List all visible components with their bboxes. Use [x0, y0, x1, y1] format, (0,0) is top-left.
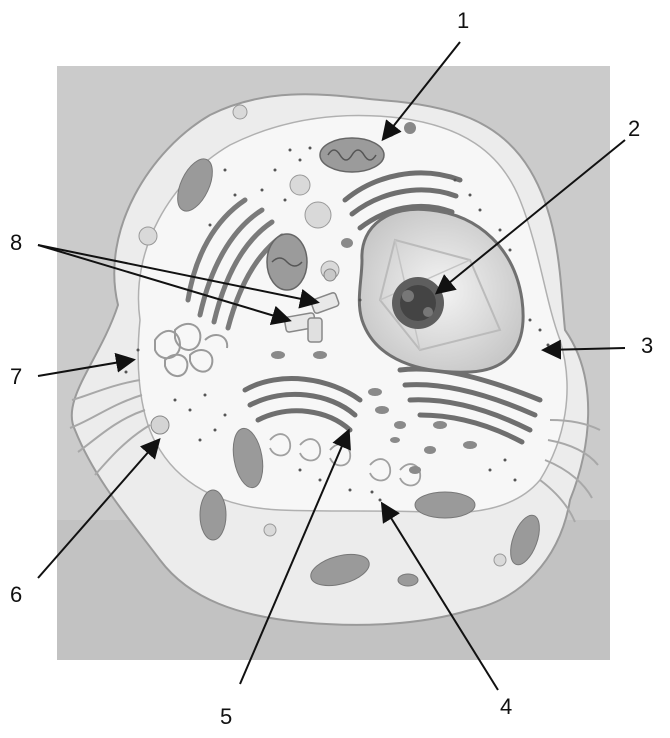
label-3: 3 [641, 335, 653, 357]
label-5: 5 [220, 706, 232, 728]
label-8: 8 [10, 232, 22, 254]
label-7: 7 [10, 366, 22, 388]
label-6: 6 [10, 584, 22, 606]
label-1: 1 [457, 10, 469, 32]
mitochondrion-left [267, 234, 307, 290]
label-2: 2 [628, 118, 640, 140]
label-4: 4 [500, 696, 512, 718]
nucleolus [392, 277, 444, 329]
